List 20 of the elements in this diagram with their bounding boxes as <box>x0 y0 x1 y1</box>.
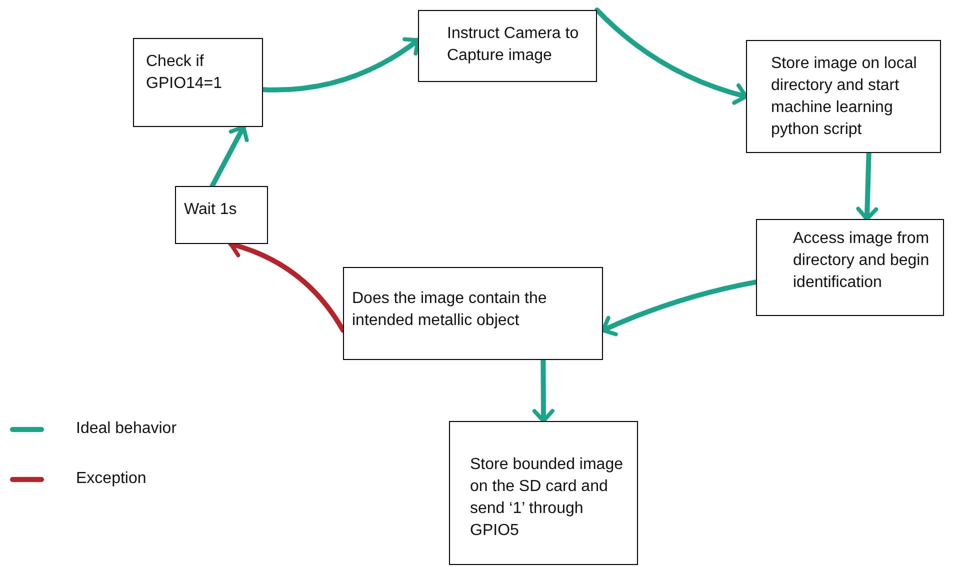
arrow <box>594 8 748 105</box>
box-text: Access image from directory and begin identification <box>793 229 930 293</box>
process-box <box>418 10 597 82</box>
arrow <box>532 358 554 424</box>
box-text: Instruct Camera to Capture image <box>447 24 580 66</box>
process-box <box>756 219 944 316</box>
arrow <box>856 150 878 222</box>
box-text: Check if GPIO14=1 <box>146 52 224 94</box>
box-text: Wait 1s <box>184 200 238 220</box>
arrow <box>210 124 249 188</box>
box-text: Store bounded image on the SD card and send ‘1’ through GPIO5 <box>470 455 624 541</box>
process-box <box>449 421 638 565</box>
legend-label: Exception <box>76 469 146 489</box>
process-box <box>133 38 263 127</box>
process-box <box>343 267 603 360</box>
legend-label: Ideal behavior <box>76 419 177 439</box>
process-box <box>175 186 268 244</box>
box-text: Store image on local directory and start machine learning python script <box>771 54 918 140</box>
box-text: Does the image contain the intended metallic object <box>352 289 548 331</box>
process-box <box>746 40 941 153</box>
